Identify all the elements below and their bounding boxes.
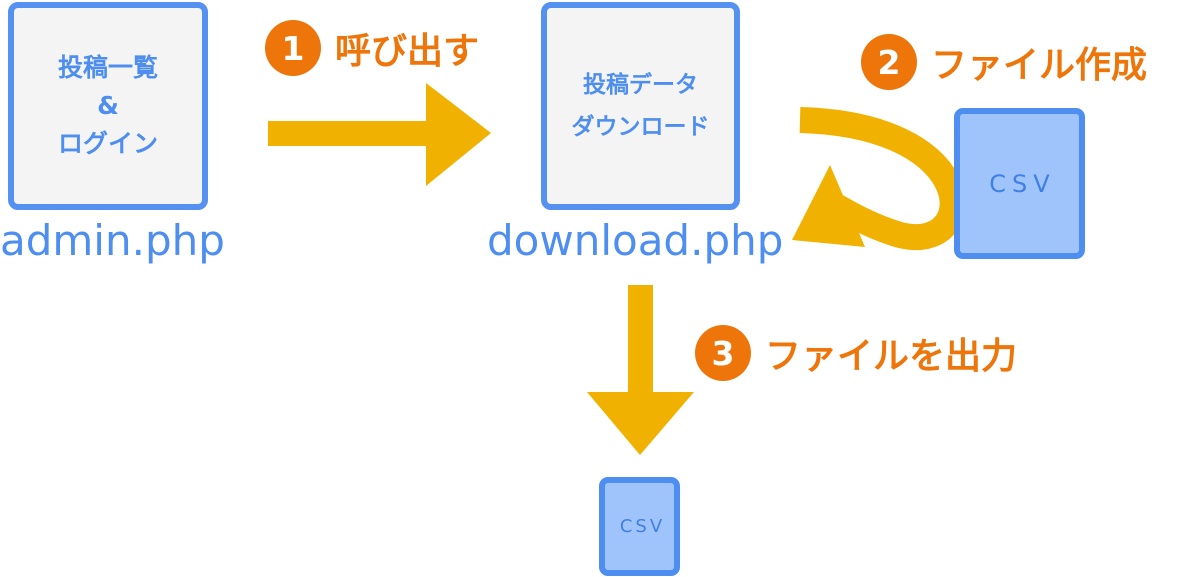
admin-box-line3: ログイン [57,129,158,158]
arrow-right-icon [268,83,491,186]
csv-file-created-label: CSV [989,169,1056,198]
admin-box-line2: & [97,91,119,120]
csv-file-created: CSV [954,108,1085,259]
admin-php-label: admin.php [0,216,225,265]
step-1-label: 呼び出す [335,31,480,72]
admin-box-line1: 投稿一覧 [57,53,158,82]
step-1: 1 呼び出す [265,20,479,76]
download-box-line2: ダウンロード [571,114,710,140]
download-page-box: 投稿データ ダウンロード [541,2,740,210]
step-3-label: ファイルを出力 [765,336,1018,377]
arrow-down-icon [587,285,694,455]
curved-arrow-icon [792,107,966,250]
step-2-badge: 2 [861,34,917,90]
step-2-label: ファイル作成 [931,45,1148,86]
step-3: 3 ファイルを出力 [695,325,1017,381]
step-1-badge: 1 [265,20,321,76]
csv-file-output-label: CSV [619,516,666,537]
admin-page-box: 投稿一覧 & ログイン [8,2,208,210]
csv-file-output: CSV [599,477,680,576]
step-2: 2 ファイル作成 [861,34,1147,90]
step-3-badge: 3 [695,325,751,381]
download-box-line1: 投稿データ [583,72,698,98]
download-php-label: download.php [487,216,784,265]
